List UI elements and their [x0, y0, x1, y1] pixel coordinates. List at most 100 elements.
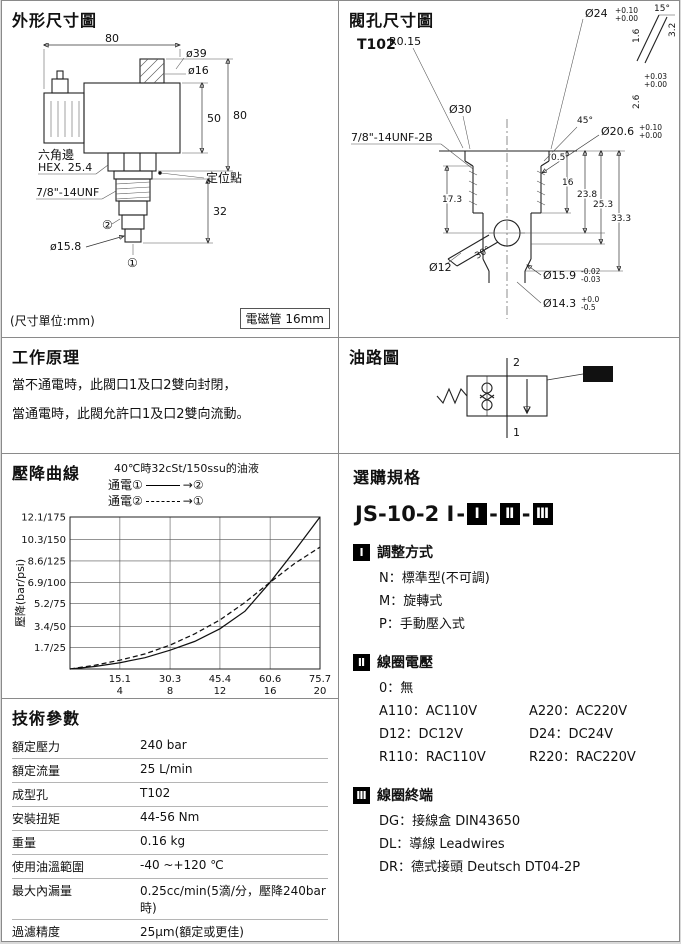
section-hydraulic-circuit: 油路圖 — [339, 338, 679, 454]
dim-dia-12: Ø12 — [429, 261, 452, 274]
angle-15: 15° — [654, 4, 670, 14]
group-badge-1: Ⅰ — [353, 543, 370, 561]
spec-label: 使用油溫範圍 — [12, 854, 140, 879]
dia-206-tol-lower: +0.00 — [639, 131, 662, 140]
spec-label: 安裝扭矩 — [12, 806, 140, 831]
angle-45: 45° — [577, 116, 593, 126]
solid-line-sample — [145, 484, 180, 486]
dim-25-3: 25.3 — [593, 200, 613, 210]
dia-143-tol-upper: +0.0 — [581, 295, 599, 304]
axis-box — [69, 516, 321, 670]
curve-legend: 40℃時32cSt/150ssu的油液 通電① →② 通電② →① — [108, 460, 259, 509]
dim-dia-30: Ø30 — [449, 103, 472, 116]
port-1-label: ① — [127, 256, 138, 270]
dim-dia-158: ø15.8 — [50, 240, 81, 253]
dim-dia-39: ø39 — [186, 47, 207, 60]
dimension-lines — [36, 45, 233, 255]
cavity-thread-label: 7/8"-14UNF-2B — [351, 131, 433, 144]
dim-17-3: 17.3 — [442, 195, 462, 205]
cavity-title: 閥孔尺寸圖 — [349, 11, 435, 30]
y-tick-label: 6.9/100 — [28, 578, 66, 589]
curve-header: 壓降曲線 40℃時32cSt/150ssu的油液 通電① →② 通電② →① — [12, 460, 328, 509]
option-item: 0：無 — [379, 681, 414, 697]
model-prefix: JS-10-2 I — [355, 502, 455, 526]
dia-159-tol-upper: -0.02 — [581, 267, 601, 276]
dashed-line-sample — [145, 500, 180, 502]
dia-24-tol-lower: +0.00 — [615, 14, 638, 23]
cavity-header: 閥孔尺寸圖 T102 — [349, 7, 434, 53]
unit-note: (尺寸單位:mm) — [10, 314, 95, 328]
dia-24-tol-upper: +0.10 — [615, 6, 638, 15]
principle-line-2: 當通電時，此閥允許口1及口2雙向流動。 — [12, 407, 250, 423]
y-tick-label: 3.4/50 — [34, 622, 66, 633]
dim-dia-206: Ø20.6 — [601, 125, 634, 138]
dim-dia-159: Ø15.9 — [543, 269, 576, 282]
cavity-dimension-lines — [351, 18, 623, 304]
dim-dia-24: Ø24 — [585, 7, 608, 20]
model-separator: - — [456, 502, 466, 526]
port-2-label: ② — [102, 218, 113, 232]
y-tick-label: 1.7/25 — [34, 643, 66, 654]
solenoid-tube-note: 電磁管 16mm — [239, 308, 330, 329]
locating-point-label: 定位點 — [206, 170, 242, 185]
dim-height-50: 50 — [207, 112, 221, 125]
x-tick-label-gpm: 8 — [167, 686, 173, 697]
hex-label-line2: HEX. 25.4 — [38, 161, 92, 174]
curve-solid — [69, 516, 321, 670]
circuit-symbol: 2 1 — [436, 356, 613, 439]
spec-value: -40 ~+120 ℃ — [140, 854, 328, 879]
model-box-2: Ⅱ — [499, 503, 520, 525]
principle-title: 工作原理 — [12, 348, 81, 367]
spec-value: 240 bar — [140, 735, 328, 759]
spec-label: 重量 — [12, 830, 140, 855]
spec-label: 成型孔 — [12, 782, 140, 807]
group-heading: 線圈終端 — [377, 788, 433, 805]
y-axis-label: 壓降(bar/psi) — [13, 559, 27, 627]
circuit-title: 油路圖 — [349, 348, 401, 367]
spec-value: T102 — [140, 782, 328, 807]
option-item: A110：AC110V — [379, 704, 478, 719]
option-item: M：旋轉式 — [379, 593, 443, 609]
legend-label: 通電② — [108, 494, 143, 508]
legend-target: →② — [182, 478, 204, 492]
option-item: R110：RAC110V — [379, 749, 486, 765]
x-tick-label-lpm: 60.6 — [259, 674, 281, 685]
group-heading: 調整方式 — [377, 545, 433, 561]
option-item: R220：RAC220V — [529, 749, 636, 765]
specs-title: 技術參數 — [12, 709, 81, 728]
legend-label: 通電① — [108, 478, 143, 492]
principle-line-1: 當不通電時，此閥口1及口2雙向封閉， — [12, 378, 237, 393]
dim-2-6: 2.6 — [632, 94, 642, 109]
option-item: DR：德式接頭 Deutsch DT04-2P — [379, 859, 581, 875]
dia-159-tol-lower: -0.03 — [581, 275, 601, 284]
x-tick-label-lpm: 30.3 — [159, 674, 181, 685]
thread-label: 7/8"-14UNF — [36, 186, 99, 199]
outline-drawing: 80 ø39 ø16 50 80 六角邊 HEX. 25.4 7/8"-14UN… — [36, 32, 247, 270]
spec-label: 過濾精度 — [12, 919, 140, 941]
cartridge-nose — [118, 200, 148, 243]
section-ordering-spec: 選購規格 JS-10-2 I - Ⅰ - Ⅱ - Ⅲ Ⅰ 調整方式 N：標準型(… — [339, 454, 679, 941]
spec-value: 25μm(額定或更佳) — [140, 919, 328, 941]
option-item: N：標準型(不可調) — [379, 571, 490, 586]
cavity-detail-chamfer — [636, 14, 675, 64]
legend-energized-1: 通電① →② — [108, 477, 259, 493]
dim-23-8: 23.8 — [577, 190, 597, 200]
spec-label: 額定流量 — [12, 758, 140, 783]
option-item — [529, 678, 665, 701]
model-box-3: Ⅲ — [532, 503, 553, 525]
table-row: 使用油溫範圍-40 ~+120 ℃ — [12, 854, 328, 879]
cavity-drawing: Ø24 +0.10 +0.00 15° 3.2 1.6 R0.15 Ø30 7/… — [351, 4, 678, 319]
x-tick-label-gpm: 12 — [214, 686, 227, 697]
spec-value: 44-56 Nm — [140, 806, 328, 831]
hex-nut — [107, 152, 157, 180]
y-tick-label: 12.1/175 — [21, 513, 66, 524]
model-box-1: Ⅰ — [467, 503, 488, 525]
model-code: JS-10-2 I - Ⅰ - Ⅱ - Ⅲ — [355, 502, 665, 526]
group-badge-3: Ⅲ — [353, 786, 370, 804]
